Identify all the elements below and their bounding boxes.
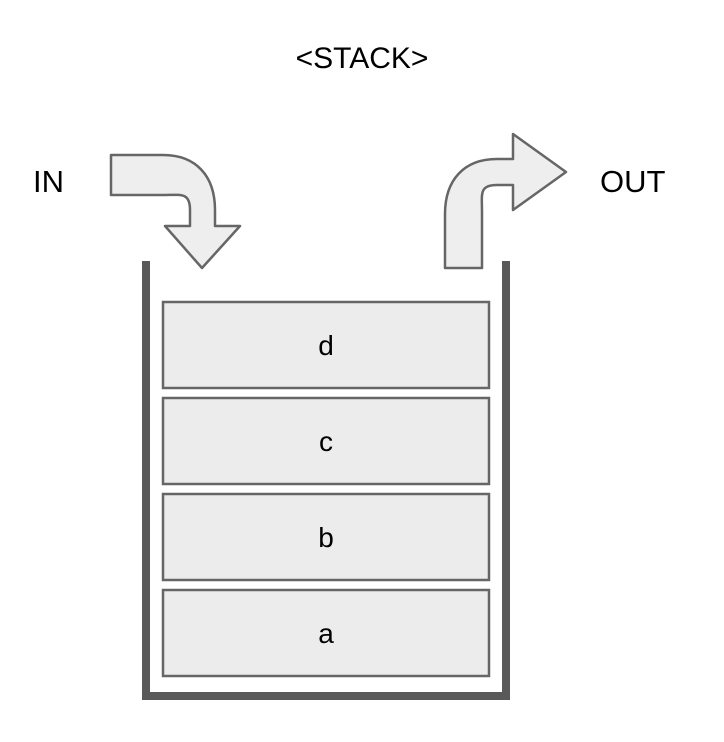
stack-cell-label: d <box>318 330 334 361</box>
out-label: OUT <box>600 164 666 199</box>
stack-cells: d c b a <box>161 300 491 678</box>
in-arrow-icon <box>109 153 242 270</box>
stack-cell-label: b <box>318 522 334 553</box>
page-title: <STACK> <box>296 42 429 75</box>
stack-cell-box[interactable] <box>161 492 491 582</box>
stack-cell[interactable]: a <box>161 588 491 678</box>
stack-cell[interactable]: d <box>161 300 491 390</box>
in-label: IN <box>33 164 64 199</box>
stack-container <box>142 261 510 700</box>
container-left-wall <box>142 261 150 700</box>
stack-cell[interactable]: b <box>161 492 491 582</box>
stack-cell-label: a <box>318 618 334 649</box>
container-right-wall <box>502 261 510 700</box>
stack-cell-box[interactable] <box>161 396 491 486</box>
stack-cell[interactable]: c <box>161 396 491 486</box>
stack-cell-box[interactable] <box>161 300 491 390</box>
out-arrow-icon <box>443 132 568 270</box>
stack-cell-label: c <box>319 426 333 457</box>
stack-cell-box[interactable] <box>161 588 491 678</box>
container-bottom-bar <box>142 692 510 700</box>
